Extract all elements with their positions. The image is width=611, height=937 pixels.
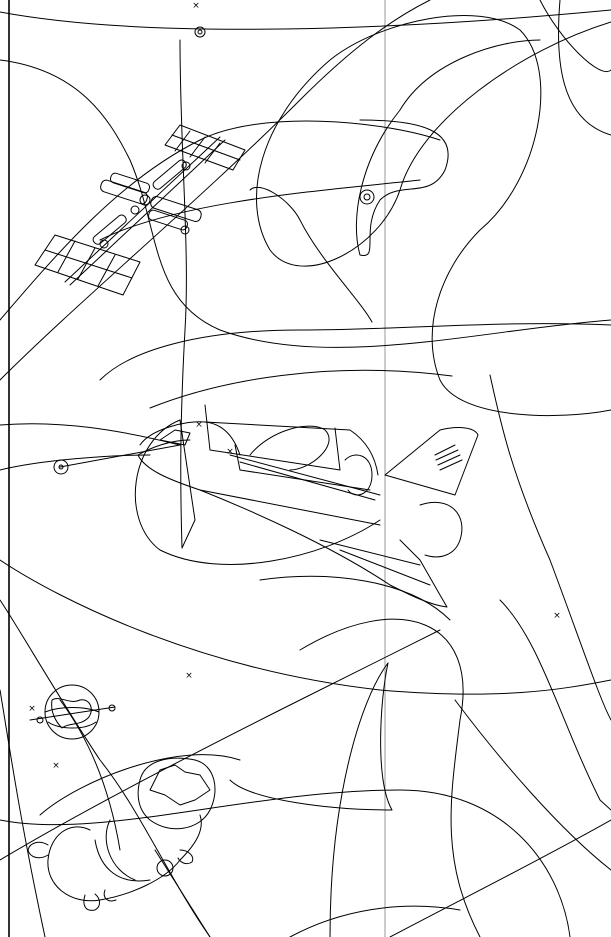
circle-markers — [53, 26, 375, 475]
space-station — [34, 124, 246, 296]
lower-solar-array — [34, 234, 141, 296]
cross-markers: × × × × × × × — [28, 1, 561, 771]
station-truss — [69, 139, 226, 286]
shuttle-cockpit-window — [159, 429, 191, 446]
shuttle-payload-door — [234, 444, 371, 491]
pod-leg — [103, 889, 117, 902]
shuttle-loop — [249, 425, 330, 471]
shuttle-arm — [179, 419, 196, 549]
station-modules — [92, 159, 202, 249]
curve — [39, 754, 241, 816]
curve — [0, 0, 431, 381]
cross-marker: × — [28, 704, 36, 714]
pod-tether — [154, 849, 211, 937]
shuttle-tail-markings — [434, 444, 463, 471]
curve — [329, 662, 389, 937]
curve — [489, 374, 611, 721]
curve — [0, 59, 611, 348]
curve — [0, 689, 46, 937]
shuttle-engines — [419, 501, 463, 558]
curve — [0, 9, 611, 30]
curve — [454, 699, 611, 871]
curve — [499, 599, 611, 811]
shuttle-wing-edge — [319, 539, 421, 566]
satellite-globe — [29, 684, 116, 740]
curve — [0, 423, 181, 446]
shuttle-payload-door-line — [229, 454, 381, 496]
cross-marker: × — [52, 761, 60, 771]
circle-marker — [359, 189, 375, 205]
cross-marker: × — [553, 611, 561, 621]
globe-node — [36, 716, 44, 724]
curve — [0, 629, 441, 861]
pod-body-inner — [105, 819, 136, 881]
cross-marker: × — [195, 420, 203, 430]
curve — [149, 369, 453, 409]
curve — [0, 789, 571, 937]
globe-band — [47, 721, 97, 729]
curve — [259, 575, 451, 621]
astronaut-pod — [27, 757, 216, 937]
pod-thruster — [156, 859, 174, 877]
space-shuttle — [59, 404, 479, 608]
pod-hand — [177, 849, 194, 865]
shuttle-tail-fin — [384, 427, 479, 496]
globe-band — [44, 707, 100, 713]
curve — [289, 905, 461, 937]
station-truss — [64, 136, 221, 283]
curve — [0, 454, 151, 471]
pod-visor — [149, 764, 211, 806]
curve — [229, 662, 393, 811]
curve — [249, 186, 373, 323]
shuttle-wing — [199, 489, 448, 608]
circle-marker — [194, 26, 206, 38]
curve — [256, 15, 611, 417]
curve — [539, 0, 611, 73]
pod-arm — [27, 841, 49, 859]
curve — [0, 559, 611, 695]
curve — [558, 0, 611, 136]
shuttle-payload-door — [204, 404, 341, 471]
curve — [299, 618, 481, 937]
circle-marker — [53, 459, 69, 475]
shuttle-tether — [59, 444, 181, 468]
guide-lines — [8, 0, 386, 937]
curve — [355, 39, 541, 256]
cross-marker: × — [192, 1, 200, 11]
pod-helmet — [137, 757, 216, 830]
globe-node — [108, 704, 116, 712]
globe-continent — [51, 698, 92, 729]
globe-antenna — [29, 706, 116, 721]
upper-solar-array — [164, 124, 246, 171]
shuttle-orbit-loop — [134, 419, 381, 565]
shuttle-fuselage-top — [204, 421, 379, 476]
curve — [179, 39, 187, 549]
pod-body-inner — [94, 839, 151, 882]
pod-leg — [83, 893, 100, 911]
shuttle-wing-edge — [339, 549, 431, 586]
shuttle-cockpit — [137, 439, 191, 456]
curve — [99, 323, 611, 381]
cross-marker: × — [226, 447, 234, 457]
curve — [389, 819, 611, 937]
curve — [99, 179, 421, 241]
curve — [0, 120, 441, 321]
shuttle-oms-pod — [344, 454, 373, 496]
cross-marker: × — [185, 671, 193, 681]
